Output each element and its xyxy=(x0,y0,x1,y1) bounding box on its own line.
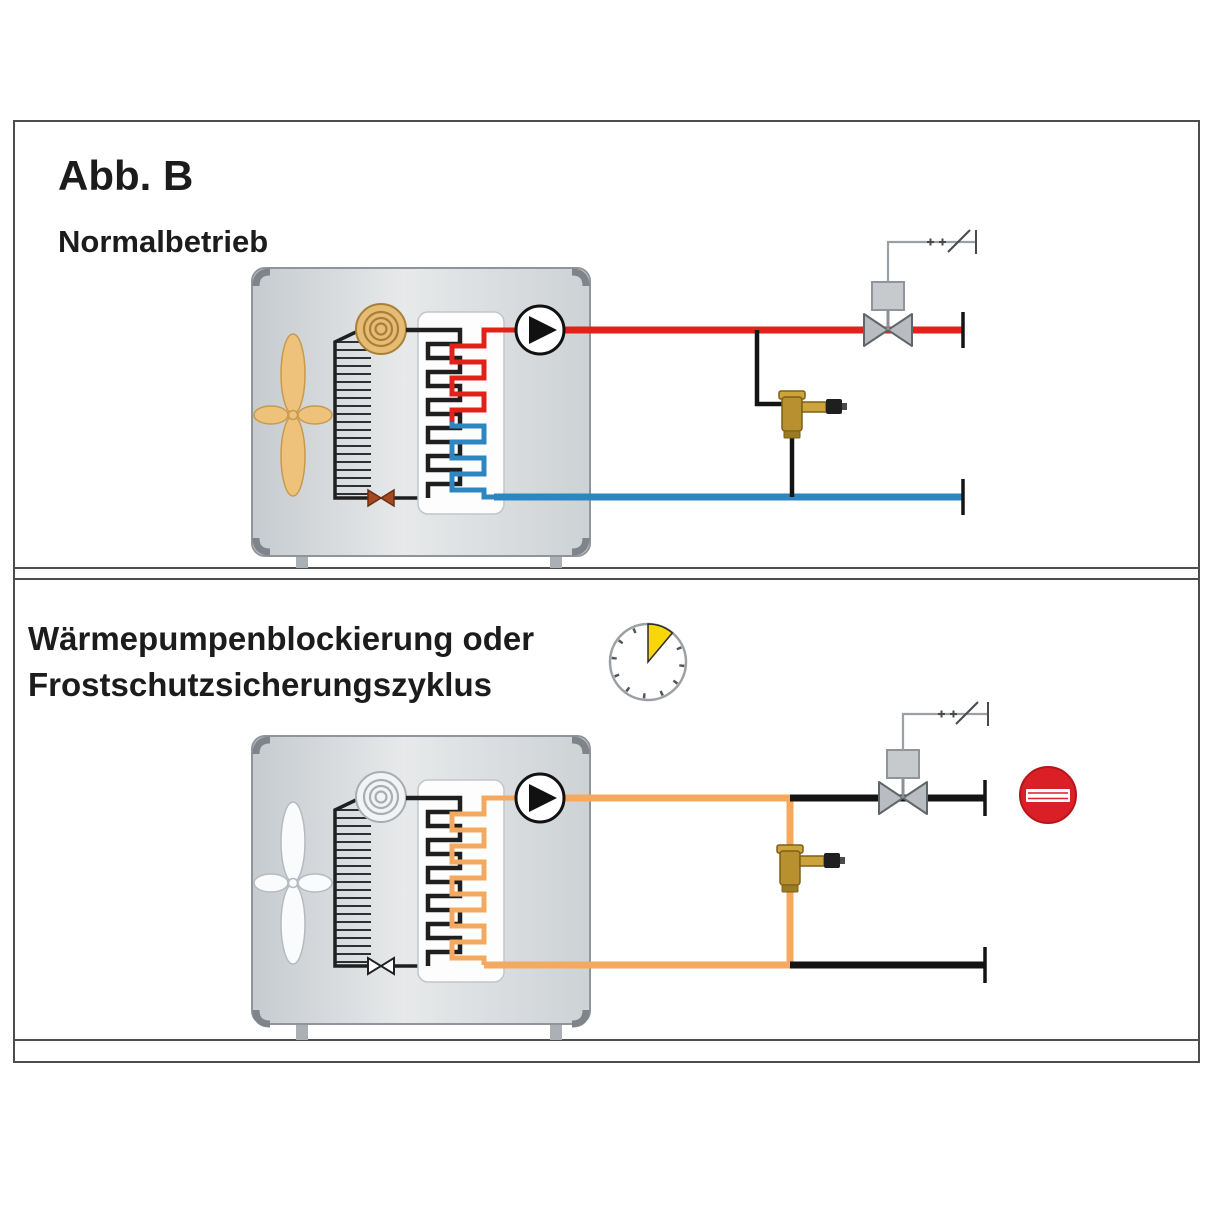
clock-yellow-sector xyxy=(647,623,674,665)
unit-foot xyxy=(550,1024,562,1040)
motorized-valve-icon xyxy=(877,748,929,816)
bottom-panel-title-line1: Wärmepumpenblockierung oder xyxy=(28,620,534,657)
evaporator-fins-icon xyxy=(335,809,371,963)
compressor-icon xyxy=(355,771,407,823)
control-wire xyxy=(901,712,988,750)
control-wire xyxy=(886,240,976,282)
bottom-panel-title-line2: Frostschutzsicherungszyklus xyxy=(28,666,492,703)
hot-water-serpentine xyxy=(449,327,517,422)
compressor-icon xyxy=(355,303,407,355)
switch-contact-icon xyxy=(938,701,989,726)
unit-foot xyxy=(296,1024,308,1040)
fan-icon xyxy=(253,801,333,965)
standby-water-serpentine xyxy=(449,795,517,965)
fan-icon xyxy=(253,333,333,497)
cold-water-serpentine xyxy=(449,422,498,500)
differential-valve-icon xyxy=(778,390,848,439)
unit-foot xyxy=(296,556,308,568)
differential-valve-icon xyxy=(776,844,846,893)
blocked-external-pipes xyxy=(790,794,985,969)
prohibition-sign-icon xyxy=(1019,766,1077,824)
unit-corner-caps xyxy=(252,268,590,556)
motorized-valve-icon xyxy=(862,280,914,348)
unit-corner-caps xyxy=(252,736,590,1028)
panel-frame xyxy=(13,120,1200,1063)
figure-label: Abb. B xyxy=(58,152,193,199)
refrigerant-serpentine xyxy=(406,795,463,966)
top-panel-title: Normalbetrieb xyxy=(58,224,268,259)
blocking-cycle-diagram xyxy=(251,622,1077,1040)
expansion-valve-icon xyxy=(367,488,395,508)
evaporator-fins-icon xyxy=(335,341,371,495)
switch-contact-icon xyxy=(927,229,977,254)
expansion-valve-icon xyxy=(367,956,395,976)
normal-operation-diagram xyxy=(251,229,977,568)
pump-icon xyxy=(514,772,566,824)
unit-foot xyxy=(550,556,562,568)
clock-icon xyxy=(608,622,688,702)
pump-icon xyxy=(514,304,566,356)
refrigerant-serpentine xyxy=(406,327,463,498)
